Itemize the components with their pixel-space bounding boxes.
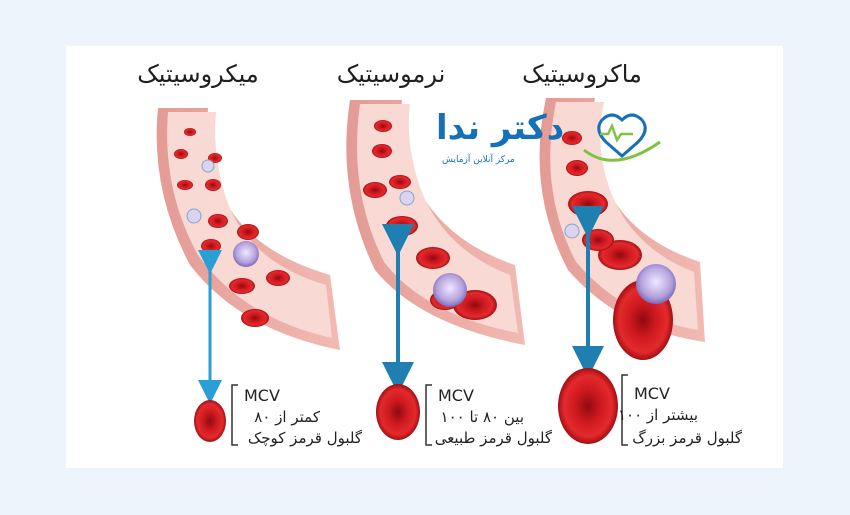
mcv-label-macrocytic: MCV — [634, 384, 670, 403]
cell-type-macrocytic: گلبول قرمز بزرگ — [632, 429, 742, 447]
rbc — [208, 153, 222, 163]
rbc — [386, 216, 418, 236]
white-blood-cell — [233, 241, 259, 267]
rbc — [177, 180, 193, 190]
platelet — [399, 190, 415, 206]
rbc — [208, 214, 228, 228]
white-blood-cell — [636, 264, 676, 304]
rbc — [205, 179, 221, 191]
logo-name: دکتر ندا — [436, 108, 565, 148]
rbc — [566, 160, 588, 176]
rbc — [389, 175, 411, 189]
rbc — [237, 224, 259, 240]
logo-tagline: مرکز آنلاین آزمایش — [442, 155, 515, 165]
large-rbc — [558, 368, 618, 444]
rbc — [372, 144, 392, 158]
rbc — [174, 149, 188, 159]
title-microcytic: میکروسیتیک — [137, 60, 259, 88]
rbc — [201, 239, 221, 253]
mcv-label-microcytic: MCV — [244, 386, 280, 405]
bracket — [231, 384, 238, 446]
range-microcytic: کمتر از ۸۰ — [254, 408, 320, 426]
rbc — [266, 270, 290, 286]
vessel-macrocytic — [539, 98, 705, 360]
cell-type-microcytic: گلبول قرمز کوچک — [247, 429, 362, 447]
normal-rbc — [376, 384, 420, 440]
range-normocytic: بین ۸۰ تا ۱۰۰ — [440, 408, 524, 426]
mcv-label-normocytic: MCV — [438, 386, 474, 405]
rbc — [229, 278, 255, 294]
white-blood-cell — [433, 273, 467, 307]
platelet — [564, 223, 580, 239]
platelet — [201, 159, 215, 173]
heart-wave-icon — [583, 113, 661, 162]
rbc — [241, 309, 269, 327]
range-macrocytic: بیشتر از ۱۰۰ — [617, 406, 698, 424]
rbc — [374, 120, 392, 132]
vessel-microcytic — [156, 108, 340, 350]
rbc — [562, 131, 582, 145]
bracket — [621, 374, 628, 446]
bracket — [425, 384, 432, 446]
platelet — [186, 208, 202, 224]
title-macrocytic: ماکروسیتیک — [522, 60, 642, 88]
small-rbc — [194, 400, 226, 442]
title-normocytic: نرموسیتیک — [336, 60, 446, 88]
rbc — [363, 182, 387, 198]
rbc — [416, 247, 450, 269]
cell-type-normocytic: گلبول قرمز طبیعی — [434, 429, 552, 447]
rbc — [184, 128, 196, 136]
rbc — [568, 191, 608, 217]
